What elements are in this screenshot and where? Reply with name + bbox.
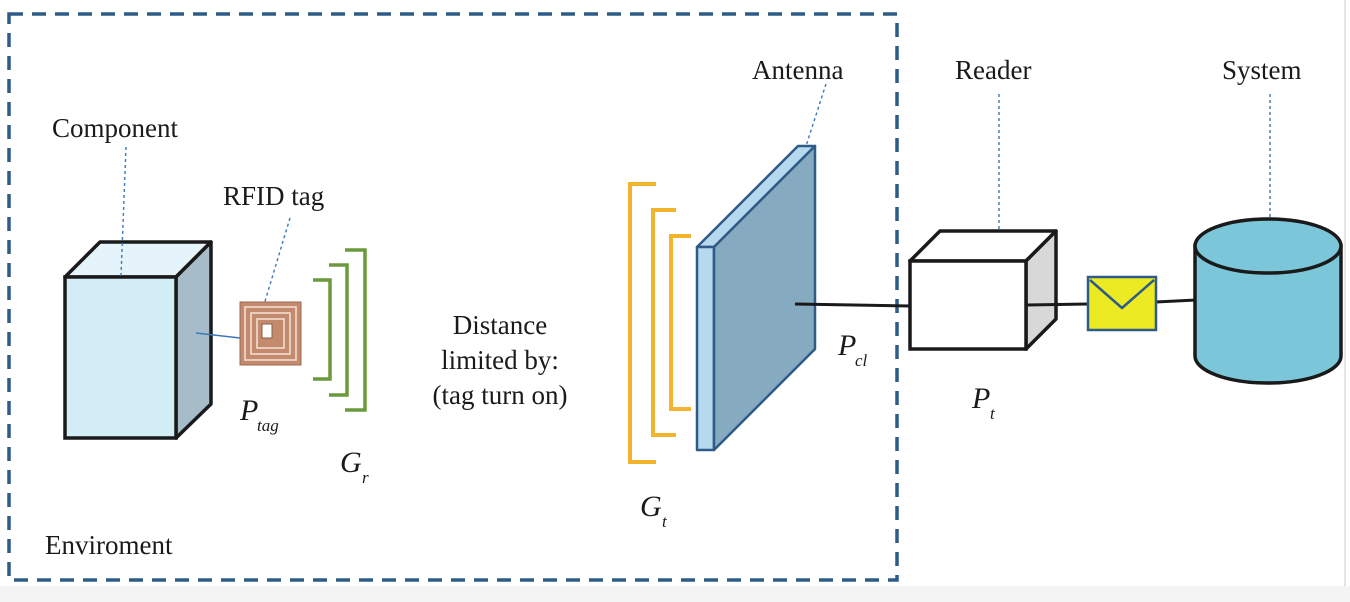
g-r-symbol: G r <box>340 446 369 487</box>
tag-chip <box>261 323 273 339</box>
p-tag-sub: tag <box>257 416 279 435</box>
reader-message-cable <box>1026 302 1089 307</box>
p-t-main: P <box>971 382 990 415</box>
reader-box <box>908 229 1058 351</box>
antenna-label: Antenna <box>752 55 843 85</box>
p-cl-sub: cl <box>855 351 868 370</box>
rfid-tag-leader <box>262 217 291 309</box>
p-t-symbol: P t <box>971 382 996 423</box>
g-t-symbol: G t <box>640 490 668 531</box>
distance-line-1: Distance <box>453 310 547 340</box>
environment-boundary <box>7 12 899 582</box>
g-t-sub: t <box>662 512 668 531</box>
envelope-body <box>1086 275 1158 332</box>
system-label: System <box>1222 55 1302 85</box>
database-icon <box>1193 217 1343 385</box>
reader-front <box>908 259 1028 351</box>
antenna-side-edge <box>695 245 716 452</box>
component-front <box>63 275 178 440</box>
g-r-main: G <box>340 446 362 479</box>
p-t-sub: t <box>990 404 996 423</box>
bottom-strip <box>0 586 1350 602</box>
antenna-panel <box>695 144 817 452</box>
antenna-reader-cable <box>794 302 911 308</box>
p-cl-main: P <box>837 329 856 362</box>
message-system-cable <box>1155 298 1197 304</box>
antenna-waves <box>628 182 691 464</box>
g-t-main: G <box>640 490 662 523</box>
p-cl-symbol: P cl <box>837 329 868 370</box>
tag-attachment-line <box>195 332 241 339</box>
database-body <box>1193 244 1343 385</box>
tag-wave-2 <box>329 263 349 397</box>
tag-coil-3 <box>256 318 285 349</box>
component-cube <box>63 240 213 440</box>
tag-coil-2 <box>250 312 291 355</box>
component-side <box>174 240 213 440</box>
tag-wave-1 <box>313 278 332 381</box>
rfid-chip-icon <box>239 301 302 366</box>
antenna-wave-2 <box>651 208 676 437</box>
database-top <box>1193 217 1343 275</box>
distance-line-3: (tag turn on) <box>433 380 568 410</box>
component-label: Component <box>52 113 178 143</box>
reader-label: Reader <box>955 55 1031 85</box>
g-r-sub: r <box>362 468 369 487</box>
tag-coil-1 <box>244 306 297 361</box>
tag-wave-3 <box>345 248 367 412</box>
distance-line-2: limited by: <box>441 345 559 375</box>
tag-waves <box>313 248 367 412</box>
envelope-flap <box>1089 279 1155 310</box>
antenna-wave-1 <box>628 182 656 464</box>
environment-label: Enviroment <box>45 530 173 560</box>
antenna-leader <box>805 83 827 147</box>
p-tag-symbol: P tag <box>239 394 279 435</box>
p-tag-main: P <box>239 394 258 427</box>
antenna-wave-3 <box>669 234 691 411</box>
antenna-face <box>712 144 817 452</box>
envelope-icon <box>1086 275 1158 332</box>
rfid-tag-label: RFID tag <box>223 181 324 211</box>
